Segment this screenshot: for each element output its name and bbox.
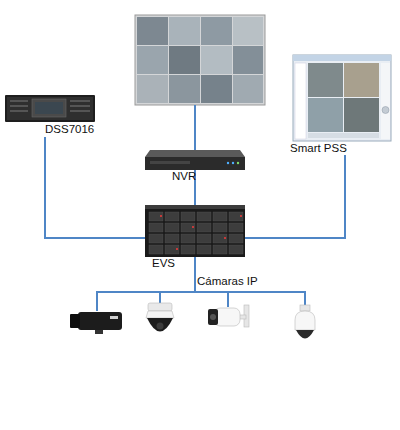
wall-link — [194, 105, 196, 150]
network-link — [245, 155, 345, 238]
node-label: Smart PSS — [290, 142, 347, 155]
node-label: NVR — [172, 170, 196, 183]
dss-server — [5, 95, 95, 122]
camera-bus — [97, 291, 305, 311]
node-label: DSS7016 — [45, 123, 94, 136]
bullet-camera — [208, 305, 249, 327]
video-wall — [135, 15, 265, 105]
server-node: DSS7016 — [5, 95, 100, 137]
storage-node: EVS — [145, 205, 245, 257]
network-link — [194, 257, 196, 291]
client-node: Smart PSS — [290, 55, 394, 155]
box-camera — [70, 312, 122, 334]
ptz-camera — [295, 305, 315, 339]
dome-camera — [146, 303, 174, 332]
node-label: Cámaras IP — [197, 275, 258, 288]
smartpss-screen — [293, 55, 391, 141]
evs-storage — [145, 205, 245, 257]
network-link — [45, 137, 145, 238]
recorder-node: NVR — [145, 150, 245, 170]
node-label: EVS — [152, 257, 175, 270]
nvr-recorder — [145, 150, 245, 170]
camera-group: Cámaras IP — [60, 291, 340, 351]
